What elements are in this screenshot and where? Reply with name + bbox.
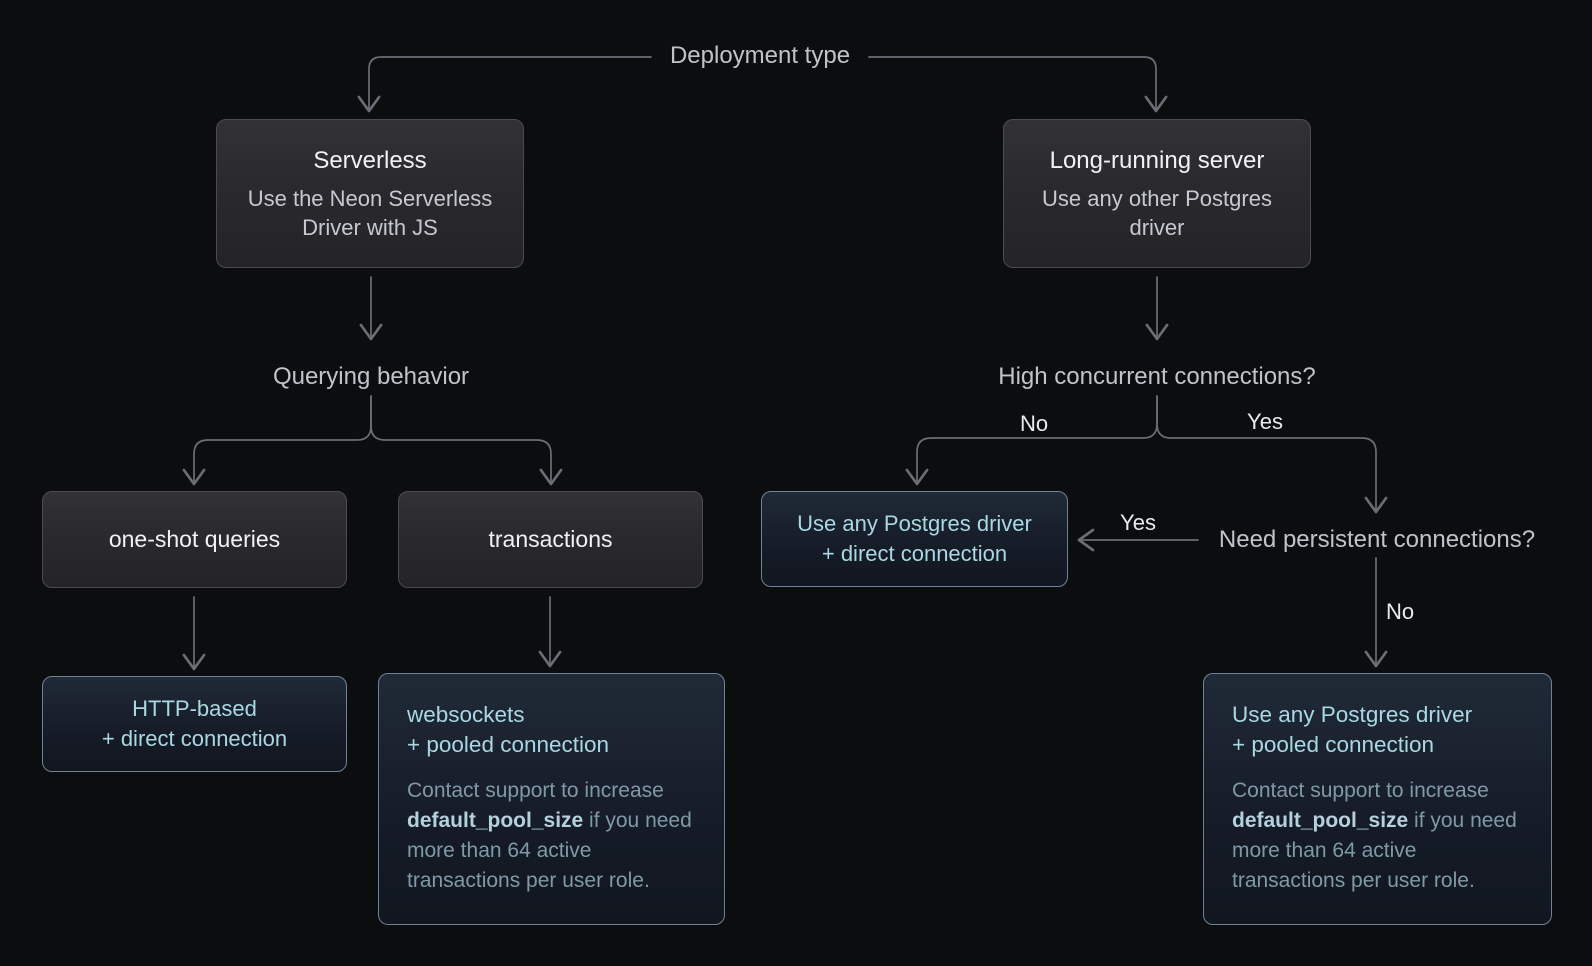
node-serverless-title: Serverless <box>313 147 427 175</box>
websockets-result-line1: websockets <box>407 702 525 727</box>
node-http-direct-connection: HTTP-based + direct connection <box>42 676 347 772</box>
connector-highconcurrent-no <box>905 395 1158 486</box>
note-code-default-pool-size: default_pool_size <box>1232 809 1409 832</box>
node-long-running-subtitle: Use any other Postgres driver <box>1042 185 1272 240</box>
node-long-running-title: Long-running server <box>1049 147 1265 175</box>
connector-root-to-serverless <box>357 56 652 113</box>
websockets-pool-size-note: Contact support to increase default_pool… <box>407 776 696 896</box>
connector-querying-to-oneshot <box>182 395 372 486</box>
http-result-line2: + direct connection <box>101 726 288 751</box>
note-code-default-pool-size: default_pool_size <box>407 809 584 832</box>
node-transactions: transactions <box>398 491 703 588</box>
pooled-pool-size-note: Contact support to increase default_pool… <box>1232 776 1523 896</box>
connector-root-to-server <box>868 56 1168 113</box>
node-serverless-subtitle: Use the Neon Serverless Driver with JS <box>247 185 493 240</box>
pooled-result-line1: Use any Postgres driver <box>1232 702 1473 727</box>
direct-result-line2: + direct connection <box>821 541 1008 566</box>
node-serverless: Serverless Use the Neon Serverless Drive… <box>216 119 524 268</box>
note-text-pre: Contact support to increase <box>407 779 664 802</box>
branch-label-yes-persistent: Yes <box>1120 510 1156 535</box>
node-websockets-pooled-connection: websockets + pooled connection Contact s… <box>378 673 725 925</box>
connector-highconcurrent-yes <box>1156 395 1388 514</box>
note-text-post: if you need more than 64 active transact… <box>1232 809 1517 892</box>
websockets-result-line2: + pooled connection <box>407 732 610 757</box>
root-decision-label: Deployment type <box>669 42 851 69</box>
node-long-running-server: Long-running server Use any other Postgr… <box>1003 119 1311 268</box>
pooled-result-line2: + pooled connection <box>1232 732 1435 757</box>
node-one-shot-queries: one-shot queries <box>42 491 347 588</box>
node-any-driver-direct-connection: Use any Postgres driver + direct connect… <box>761 491 1068 587</box>
querying-behavior-label: Querying behavior <box>272 363 470 390</box>
need-persistent-label: Need persistent connections? <box>1218 526 1536 553</box>
branch-label-yes: Yes <box>1247 409 1283 434</box>
node-transactions-label: transactions <box>488 526 613 552</box>
branch-label-no-persistent: No <box>1385 599 1415 624</box>
branch-label-no: No <box>1019 411 1049 436</box>
high-concurrent-label: High concurrent connections? <box>998 363 1316 390</box>
node-any-driver-pooled-connection: Use any Postgres driver + pooled connect… <box>1203 673 1552 925</box>
connector-querying-to-transactions <box>370 395 563 486</box>
note-text-post: if you need more than 64 active transact… <box>407 809 692 892</box>
note-text-pre: Contact support to increase <box>1232 779 1489 802</box>
direct-result-line1: Use any Postgres driver <box>797 511 1032 536</box>
node-one-shot-label: one-shot queries <box>108 526 281 552</box>
http-result-line1: HTTP-based <box>132 696 257 721</box>
